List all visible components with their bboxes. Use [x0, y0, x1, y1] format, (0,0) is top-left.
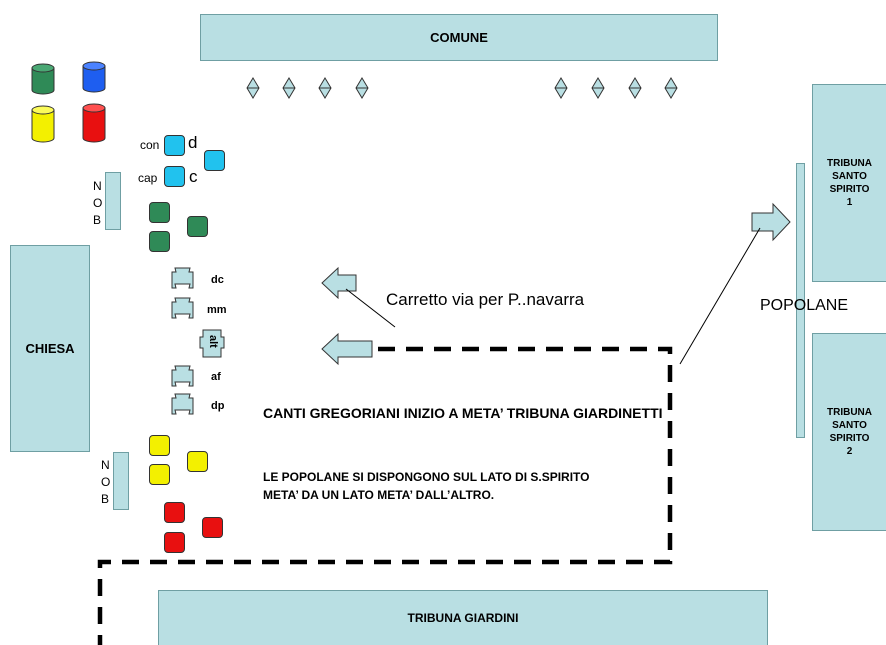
green-cylinder: [31, 63, 55, 95]
carretto-label: Carretto via per P..navarra: [386, 290, 585, 309]
chair-icon: [171, 393, 194, 415]
tribuna-giardini-label: TRIBUNA GIARDINI: [407, 611, 519, 625]
chair-icon: [171, 365, 194, 387]
yellow-square: [149, 464, 170, 485]
cap-square: [164, 166, 185, 187]
popolane-label: POPOLANE: [760, 297, 849, 314]
altar-icon: [199, 329, 225, 358]
path-arrow: [321, 332, 373, 366]
cap-label: cap: [138, 171, 158, 185]
tribuna-ss1-label: TRIBUNA SANTO SPIRITO 1: [827, 158, 872, 208]
c-label: c: [189, 167, 198, 186]
green-square: [187, 216, 208, 237]
alt-label: alt: [207, 335, 219, 348]
chair-icon: [171, 297, 194, 319]
dp-label: dp: [211, 400, 225, 412]
af-label: af: [211, 371, 221, 383]
dc-label: dc: [211, 274, 224, 286]
carretto-connector: [345, 288, 396, 328]
chiesa-building: CHIESA: [10, 245, 90, 452]
popolane-bar: [796, 163, 805, 438]
red-cylinder: [82, 103, 106, 143]
chiesa-label: CHIESA: [25, 341, 75, 356]
nob-bar-top: [105, 172, 121, 230]
red-square: [202, 517, 223, 538]
red-square: [164, 532, 185, 553]
comune-building: COMUNE: [200, 14, 718, 61]
nob-label-top: N O B: [93, 179, 103, 227]
popolane-arrow: [751, 202, 791, 242]
d-label: d: [188, 133, 198, 152]
chair-icon: [171, 267, 194, 289]
con-square: [164, 135, 185, 156]
yellow-square: [149, 435, 170, 456]
tribuna-santo-spirito-1: TRIBUNA SANTO SPIRITO 1: [812, 84, 886, 282]
green-square: [149, 231, 170, 252]
con-label: con: [140, 138, 160, 152]
green-square: [149, 202, 170, 223]
mm-label: mm: [207, 304, 227, 316]
blue-cylinder: [82, 61, 106, 93]
dashed-route: [97, 346, 673, 645]
tribuna-santo-spirito-2: TRIBUNA SANTO SPIRITO 2: [812, 333, 886, 531]
popolane-connector: [679, 227, 761, 365]
comune-label: COMUNE: [430, 30, 488, 45]
d-square: [204, 150, 225, 171]
yellow-square: [187, 451, 208, 472]
yellow-cylinder: [31, 105, 55, 143]
carretto-arrow: [321, 266, 357, 300]
red-square: [164, 502, 185, 523]
canti-note: CANTI GREGORIANI INIZIO A META’ TRIBUNA …: [263, 405, 663, 421]
tribuna-ss2-label: TRIBUNA SANTO SPIRITO 2: [827, 407, 872, 457]
tribuna-giardini: TRIBUNA GIARDINI: [158, 590, 768, 645]
popolane-note: LE POPOLANE SI DISPONGONO SUL LATO DI S.…: [263, 470, 590, 502]
nob-bar-bottom: [113, 452, 129, 510]
nob-label-bottom: N O B: [101, 458, 111, 506]
